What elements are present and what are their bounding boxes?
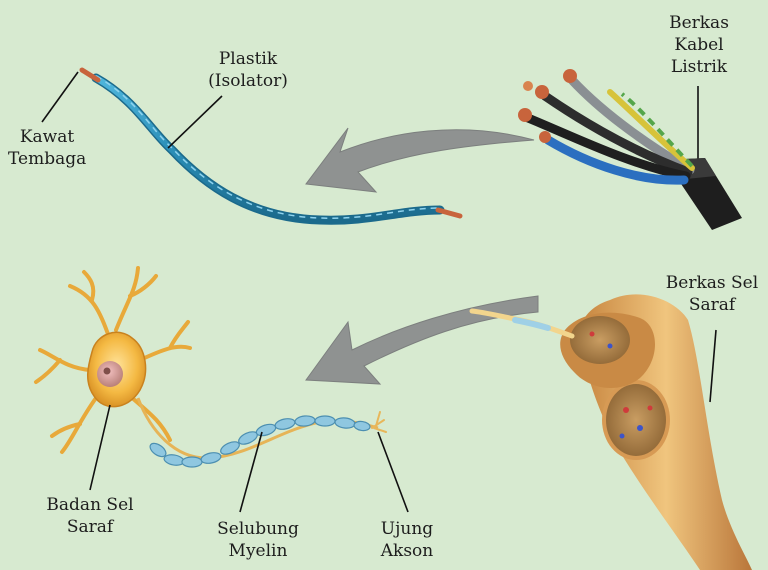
label-badan-sel-saraf: Badan Sel Saraf	[42, 494, 138, 538]
label-berkas-sel-saraf: Berkas Sel Saraf	[664, 272, 760, 316]
label-berkas-kabel-listrik: Berkas Kabel Listrik	[658, 12, 740, 78]
label-kawat-tembaga: Kawat Tembaga	[8, 126, 86, 170]
leader-ujung-akson	[378, 432, 408, 512]
label-plastik-isolator: Plastik (Isolator)	[196, 48, 300, 92]
copper-end-right	[438, 210, 460, 216]
leader-plastik	[168, 96, 222, 148]
arrow-bottom	[306, 296, 538, 384]
label-selubung-myelin: Selubung Myelin	[210, 518, 306, 562]
nucleus	[97, 361, 123, 387]
leader-berkas-sel	[710, 330, 716, 402]
cable-bundle	[518, 69, 742, 230]
label-ujung-akson: Ujung Akson	[366, 518, 448, 562]
nerve-bundle	[472, 294, 752, 570]
leader-kawat	[42, 72, 78, 122]
arrow-top	[306, 128, 534, 192]
leader-badan-sel	[90, 405, 110, 490]
